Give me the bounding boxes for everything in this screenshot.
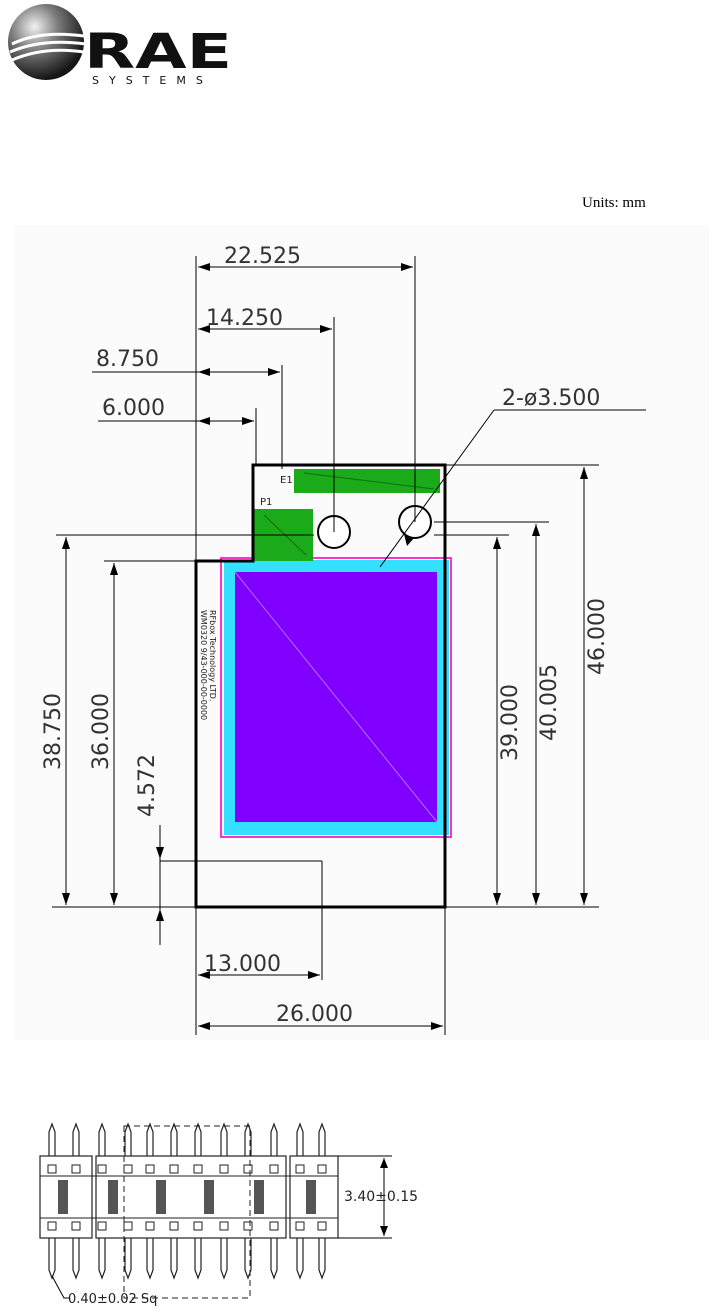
- dim-header-height-label: 3.40±0.15: [344, 1189, 418, 1205]
- board-company: RFbox Technology LTD.: [208, 610, 217, 701]
- pin-p1-label: P1: [260, 497, 272, 508]
- header-pin: [270, 1124, 278, 1278]
- dim-bottom-half-label: 13.000: [204, 952, 281, 977]
- dim-right-height-1-label: 39.000: [498, 684, 523, 761]
- dim-offset-3-label: 6.000: [102, 396, 165, 421]
- module-dimension-drawing: E1 P1 WM0320 9/43-000-00-0000 RFbox Tech…: [14, 225, 709, 1040]
- board-part-number: WM0320 9/43-000-00-0000: [199, 610, 208, 720]
- dim-header-height: 3.40±0.15: [338, 1156, 418, 1238]
- dim-offset-1-label: 14.250: [206, 306, 283, 331]
- header-pin: [170, 1124, 178, 1278]
- rae-systems-logo: RAE SYSTEMS: [0, 0, 250, 90]
- header-pin: [146, 1124, 166, 1278]
- dim-right-height-2-label: 40.005: [537, 664, 562, 741]
- pin-e1-label: E1: [280, 475, 293, 486]
- header-pin: [124, 1124, 132, 1278]
- header-pin: [72, 1124, 80, 1278]
- dim-bottom-offset-label: 4.572: [135, 754, 160, 817]
- dim-hole-callout-label: 2-ø3.500: [502, 386, 600, 411]
- dim-pin-size: 0.40±0.02 Sq: [52, 1276, 157, 1307]
- header-pin: [244, 1124, 264, 1278]
- header-pin: [98, 1124, 118, 1278]
- globe-icon: [8, 4, 86, 80]
- header-pin: [220, 1124, 228, 1278]
- dim-left-height-1-label: 38.750: [41, 693, 66, 770]
- dim-left-height-2-label: 36.000: [89, 693, 114, 770]
- logo-brand: RAE: [84, 24, 232, 80]
- dim-offset-2-label: 8.750: [96, 347, 159, 372]
- dim-top-width-label: 22.525: [224, 244, 301, 269]
- pin-header-drawing: 3.40±0.15 0.40±0.02 Sq: [0, 1120, 715, 1312]
- units-label: Units: mm: [582, 195, 646, 212]
- pin-row: [48, 1124, 326, 1278]
- dim-pin-size-label: 0.40±0.02 Sq: [68, 1292, 157, 1307]
- header-dashed-region: [124, 1126, 250, 1298]
- header-pin: [318, 1124, 326, 1278]
- dim-bottom-width-label: 26.000: [276, 1002, 353, 1027]
- header-pin: [296, 1124, 316, 1278]
- header-pin: [48, 1124, 68, 1278]
- dim-right-height-3-label: 46.000: [585, 598, 610, 675]
- logo-tagline: SYSTEMS: [92, 74, 213, 87]
- header-pin: [194, 1124, 214, 1278]
